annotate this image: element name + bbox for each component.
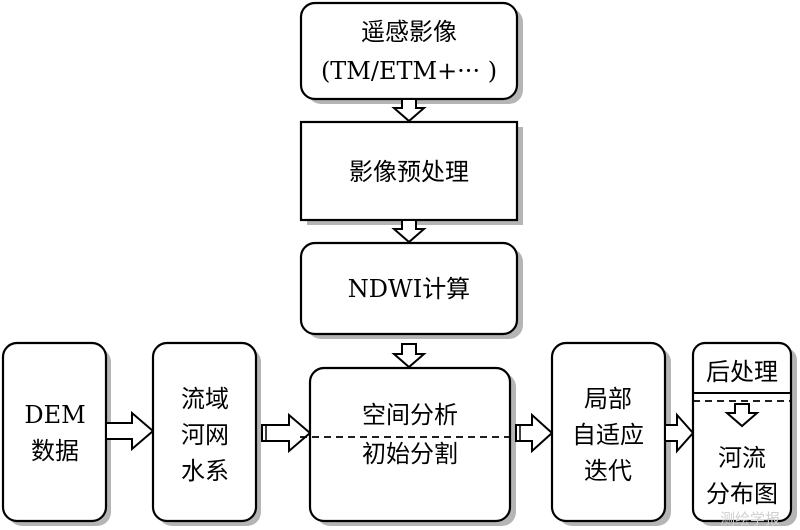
- right-arrow-1: [105, 410, 155, 452]
- remote-sensing-title: 遥感影像: [361, 18, 457, 46]
- basin-network-box: 流域 河网 水系: [151, 341, 261, 526]
- spatial-line1: 空间分析: [362, 401, 458, 429]
- postprocess-title: 后处理: [706, 358, 778, 386]
- postprocess-inner-arrow: [724, 403, 760, 428]
- right-arrow-4: [664, 412, 695, 454]
- postprocess-box: 后处理 河流 分布图: [691, 341, 797, 526]
- remote-sensing-subtitle: (TM/ETM+··· ): [321, 57, 497, 85]
- basin-line2: 河网: [181, 421, 229, 449]
- right-arrow-3: [515, 412, 554, 454]
- local-line1: 局部: [584, 385, 632, 413]
- right-arrow-2: [261, 412, 312, 454]
- dem-box: DEM 数据: [1, 341, 111, 526]
- local-adaptive-box: 局部 自适应 迭代: [550, 341, 671, 526]
- local-line2: 自适应: [572, 421, 644, 449]
- ndwi-label: NDWI计算: [348, 275, 470, 303]
- dem-line2: 数据: [31, 437, 79, 465]
- postprocess-line2: 分布图: [706, 480, 778, 508]
- down-arrow-1: [391, 98, 427, 123]
- spatial-analysis-box: 空间分析 初始分割: [300, 366, 518, 526]
- down-arrow-3: [391, 343, 427, 369]
- basin-line3: 水系: [181, 457, 229, 485]
- preprocess-box: 影像预处理: [299, 120, 523, 225]
- local-line3: 迭代: [584, 457, 632, 485]
- dem-line1: DEM: [24, 401, 85, 429]
- basin-line1: 流域: [181, 385, 229, 413]
- postprocess-line1: 河流: [718, 444, 766, 472]
- down-arrow-2: [391, 219, 427, 244]
- ndwi-box: NDWI计算: [299, 241, 523, 339]
- preprocess-label: 影像预处理: [349, 158, 469, 186]
- remote-sensing-box: 遥感影像 (TM/ETM+··· ): [299, 1, 523, 104]
- spatial-line2: 初始分割: [362, 440, 458, 468]
- watermark: 测绘学报: [720, 510, 780, 528]
